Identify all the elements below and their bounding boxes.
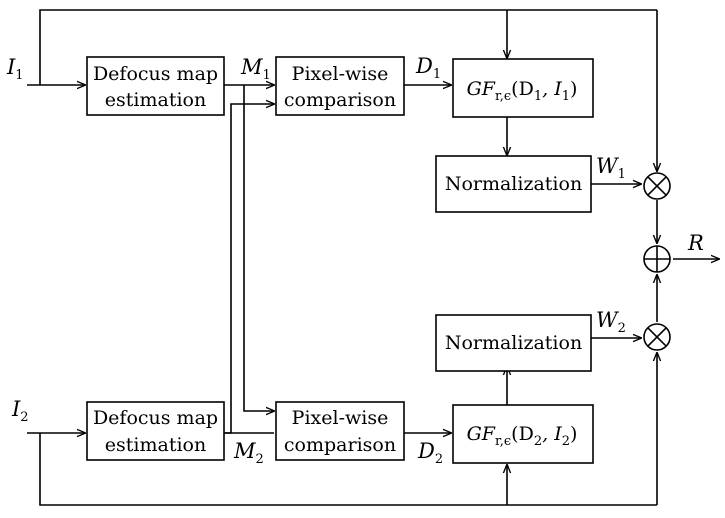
signal-d2-label: D2 xyxy=(417,439,443,467)
defocus-top-line1: Defocus map xyxy=(93,63,218,85)
signal-w2-label: W2 xyxy=(596,308,626,336)
normalization-block-bottom: Normalization xyxy=(435,314,592,372)
sum-operator xyxy=(643,245,671,273)
wire-m1-to-pixelwise-bottom xyxy=(243,85,274,411)
pixelwise-block-bottom: Pixel-wise comparison xyxy=(275,401,405,461)
output-r-label: R xyxy=(687,231,704,255)
wire-m2-to-pixelwise-top xyxy=(224,104,274,434)
pixelwise-bottom-line1: Pixel-wise xyxy=(292,407,389,429)
signal-d1-label: D1 xyxy=(415,54,441,82)
wire-i2-outer-loop-bottom xyxy=(39,433,657,506)
defocus-block-top: Defocus map estimation xyxy=(86,56,225,116)
norm-bottom-label: Normalization xyxy=(445,332,582,354)
multiply-operator-top xyxy=(643,172,671,200)
pixelwise-bottom-line2: comparison xyxy=(284,434,396,456)
pixelwise-top-line2: comparison xyxy=(284,89,396,111)
pixelwise-block-top: Pixel-wise comparison xyxy=(275,56,405,116)
pixelwise-top-line1: Pixel-wise xyxy=(292,63,389,85)
defocus-block-bottom: Defocus map estimation xyxy=(86,401,225,461)
defocus-bottom-line2: estimation xyxy=(105,434,206,456)
input-i1-label: I1 xyxy=(6,55,24,83)
gf-bottom-label: GFr,ϵ(D2, I2) xyxy=(467,423,578,449)
normalization-block-top: Normalization xyxy=(435,155,592,213)
signal-m1-label: M1 xyxy=(240,55,271,83)
wires xyxy=(27,9,719,506)
input-i2-label: I2 xyxy=(11,397,29,425)
norm-top-label: Normalization xyxy=(445,173,582,195)
wire-i1-outer-loop-top xyxy=(39,9,657,85)
guided-filter-block-bottom: GFr,ϵ(D2, I2) xyxy=(452,404,594,464)
defocus-bottom-line1: Defocus map xyxy=(93,407,218,429)
defocus-top-line2: estimation xyxy=(105,89,206,111)
gf-top-label: GFr,ϵ(D1, I1) xyxy=(467,78,578,104)
guided-filter-block-top: GFr,ϵ(D1, I1) xyxy=(452,58,594,118)
multiply-operator-bottom xyxy=(643,323,671,351)
signal-m2-label: M2 xyxy=(233,439,264,467)
signal-w1-label: W1 xyxy=(596,154,626,182)
